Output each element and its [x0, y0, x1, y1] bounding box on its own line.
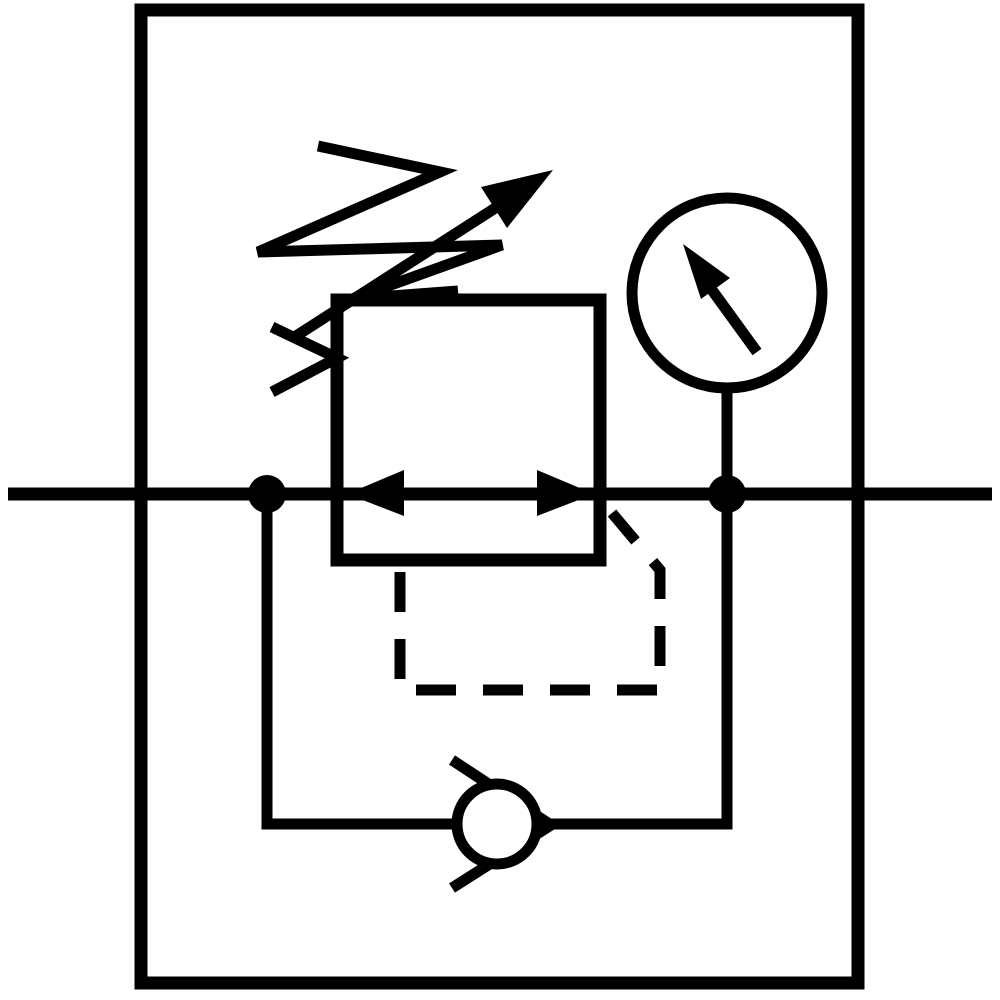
gauge-needle-shaft	[707, 286, 762, 356]
junction-dot-left	[248, 475, 286, 513]
gauge-needle-head-icon	[683, 244, 730, 299]
flow-arrow-right-icon	[537, 470, 594, 516]
gauge-dial-icon	[626, 192, 828, 394]
check-valve-ball-icon	[451, 778, 543, 870]
adjustment-arrow-shaft	[293, 200, 503, 341]
regulator-body	[330, 293, 607, 567]
pilot-line-dashed	[394, 509, 666, 696]
adjustment-spring	[255, 140, 504, 305]
adjustment-arrow-head-icon	[481, 170, 553, 228]
vent-triangle-icon	[269, 322, 350, 397]
flow-arrow-left-icon	[347, 470, 404, 516]
junction-dot-right	[708, 475, 746, 513]
